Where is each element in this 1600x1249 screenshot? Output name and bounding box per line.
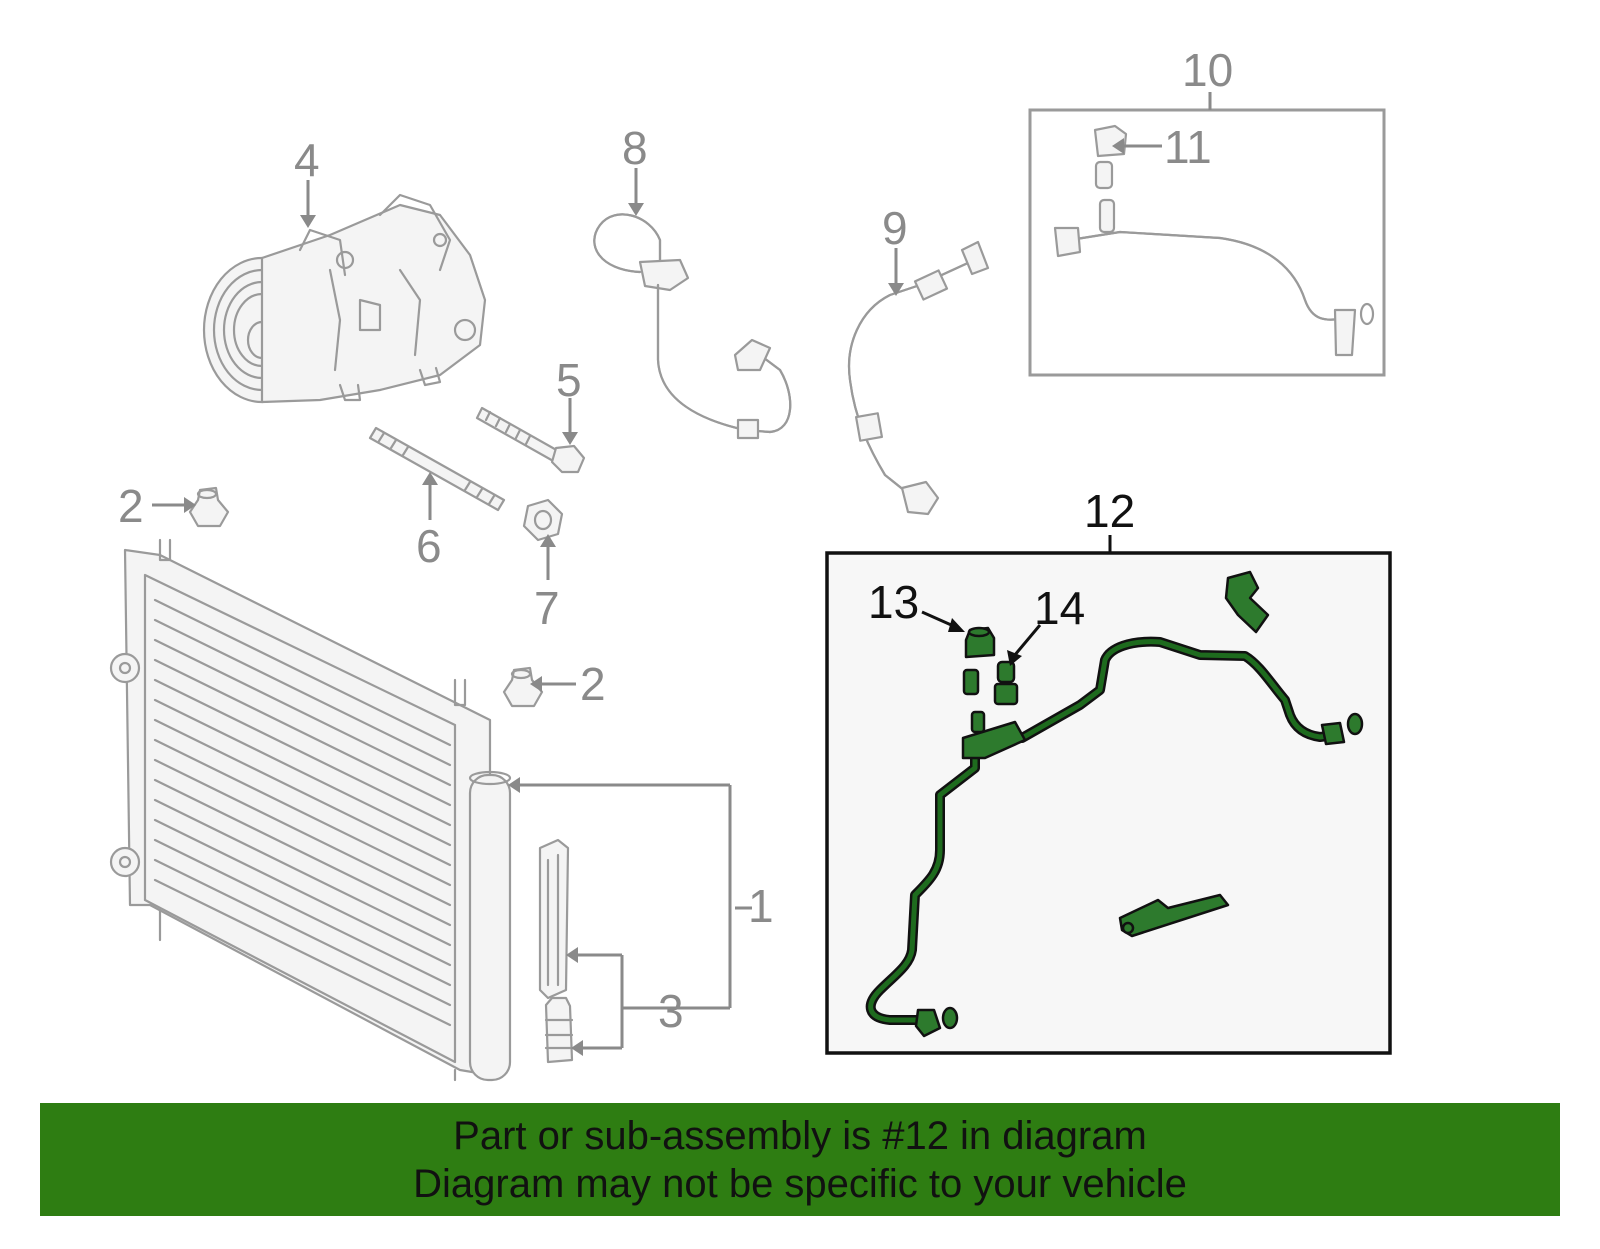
callout-13: 13 [868,576,919,628]
nut-part-7[interactable] [522,498,564,542]
cap-part-13[interactable] [964,626,996,659]
compressor-part-4[interactable] [202,193,487,404]
condenser-part-1[interactable] [109,538,512,1082]
callout-12: 12 [1084,485,1135,537]
stud-part-6[interactable] [368,426,506,512]
part-10-box [1028,108,1386,377]
callout-9: 9 [882,202,908,254]
callout-6: 6 [416,520,442,572]
info-banner: Part or sub-assembly is #12 in diagram D… [40,1103,1560,1216]
callout-2-lower: 2 [580,658,606,710]
leader-lines-dark [921,610,1042,666]
bushing-part-2-upper[interactable] [188,486,230,528]
callout-8: 8 [622,122,648,174]
valve-part-14[interactable] [962,660,1019,706]
hose-part-9[interactable] [848,240,990,516]
banner-line-1: Part or sub-assembly is #12 in diagram [453,1113,1147,1158]
callout-7: 7 [534,582,560,634]
hose-part-10[interactable] [1053,124,1375,357]
callout-4: 4 [294,134,320,186]
bolt-part-5[interactable] [475,406,586,474]
callout-11: 11 [1164,121,1212,173]
hose-part-12[interactable] [865,570,1364,1038]
callout-10: 10 [1182,44,1233,96]
banner-line-2: Diagram may not be specific to your vehi… [413,1161,1187,1206]
callout-1: 1 [748,880,774,932]
callout-14: 14 [1034,582,1085,634]
hose-part-8[interactable] [593,213,792,440]
callout-3: 3 [658,985,684,1037]
callout-5: 5 [556,354,582,406]
desiccant-part-3[interactable] [538,838,574,1064]
leader-lines [152,92,1212,1056]
part-12-box [825,551,1392,1055]
callout-2-upper: 2 [118,480,144,532]
